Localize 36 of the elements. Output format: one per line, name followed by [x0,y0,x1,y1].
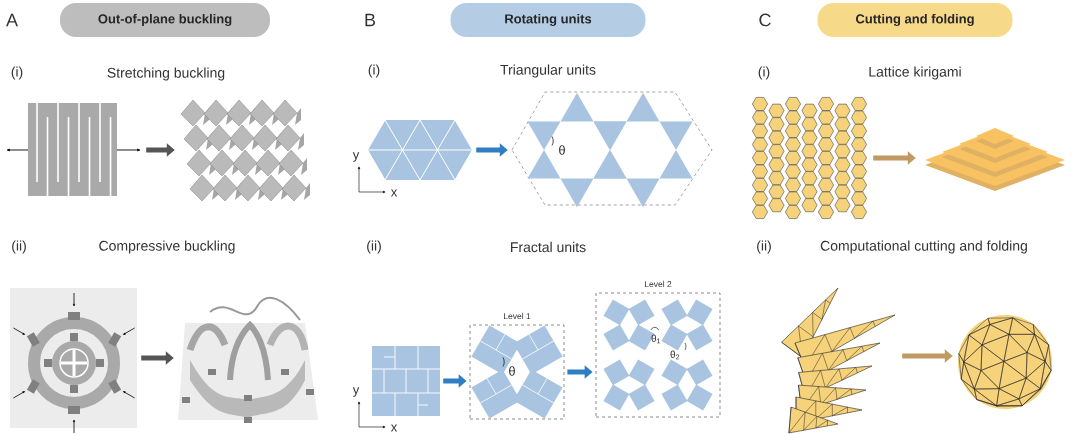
ring-pattern-drawing [10,288,137,428]
buckled-mesh-drawing [180,99,310,202]
frame-label: Level 1 [504,312,531,320]
subpanel-number: (i) [368,64,380,78]
subpanel-title: Compressive buckling [99,240,235,254]
subpanel-title: Computational cutting and folding [820,240,1027,254]
square-tile [371,345,441,417]
subpanel-title: Fractal units [511,241,586,253]
kagome-pattern-drawing [511,91,713,208]
hexagon-lattice-drawing [752,97,867,219]
subpanel-title: Triangular units [500,64,596,78]
subpanel-title: Stretching buckling [107,67,225,81]
subpanel-number: (ii) [12,240,26,254]
frame-label: Level 2 [645,280,672,288]
section-heading-pill: Cutting and folding [817,3,1013,37]
panel-letter: C [759,13,771,27]
section-heading-pill: Rotating units [450,3,646,37]
slit-sheet-drawing [28,102,117,197]
subpanel-number: (ii) [367,240,381,254]
buckled-ribbon-drawing [178,296,318,423]
panel-letter: B [365,13,376,27]
axis-label: y [352,387,360,397]
angle-label: θ$_{1}$ [651,334,661,344]
angle-label: θ$_{2}$ [670,350,680,360]
section-heading-pill: Out-of-plane buckling [60,3,270,37]
angle-label: θ [509,366,515,376]
subpanel-number: (i) [11,66,23,80]
geodesic-sphere-drawing [958,315,1052,409]
unfolded-net-drawing [781,287,896,434]
stacked-hexagon-drawing [925,128,1065,191]
subpanel-title: Lattice kirigami [869,66,961,80]
subpanel-number: (i) [758,66,770,80]
angle-label: θ [559,145,565,155]
panel-letter: A [6,13,18,27]
triangle-tiling-drawing [367,119,473,181]
subpanel-number: (ii) [757,240,771,254]
